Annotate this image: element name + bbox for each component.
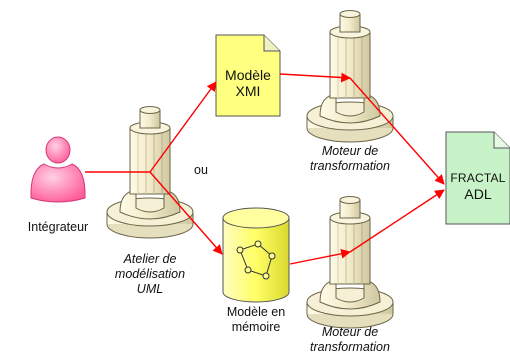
or-label: ou [194, 163, 208, 177]
graph-icon [236, 240, 276, 280]
person-icon [30, 136, 86, 203]
xmi-document-icon [215, 34, 281, 117]
flow-arrows [85, 72, 445, 265]
transformation-engine-bottom-pillar-icon [306, 196, 394, 329]
uml-workshop-label: Atelier de modélisation UML [114, 252, 186, 296]
memory-model-database-icon [222, 207, 290, 303]
xmi-model-label: Modèle XMI [225, 67, 271, 99]
memory-model-label: Modèle en mémoire [226, 305, 286, 334]
transformation-engine-top-label: Moteur de transformation [310, 144, 390, 173]
fractal-adl-label: FRACTAL ADL [450, 171, 506, 202]
transformation-engine-bottom-label: Moteur de transformation [310, 325, 390, 354]
integrator-label: Intégrateur [27, 220, 89, 234]
fractal-adl-document-icon [445, 131, 510, 225]
